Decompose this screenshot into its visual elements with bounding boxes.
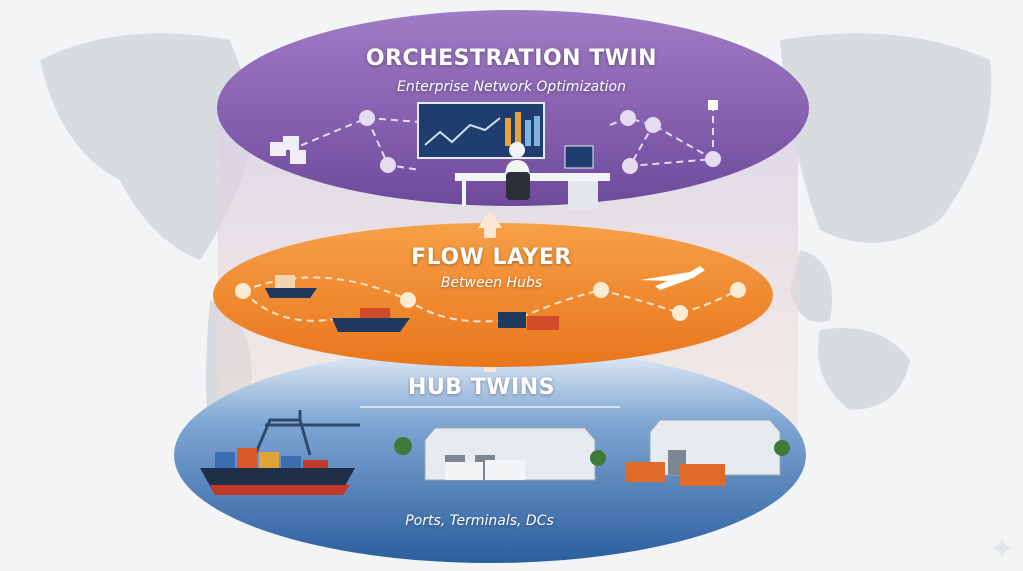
hub-subtitle: Ports, Terminals, DCs [405,513,554,529]
hub-title: HUB TWINS [408,375,555,400]
airplane-icon [640,266,705,290]
network-node-icon [235,282,746,321]
orchestration-subtitle: Enterprise Network Optimization [397,79,626,95]
port-crane-icon [253,410,360,456]
orchestration-layer [217,10,809,209]
orchestration-title: ORCHESTRATION TWIN [365,46,658,71]
tree-icon [394,437,790,466]
truck-icon [498,312,559,330]
flow-layer [213,223,773,367]
flow-subtitle: Between Hubs [440,275,543,291]
up-arrow-icon [478,210,502,238]
cargo-ship-icon [200,448,355,495]
flow-title: FLOW LAYER [411,245,572,270]
package-icon [270,136,306,164]
truck-icon [445,460,725,486]
cargo-ship-icon [265,275,410,332]
world-map-icon [40,33,992,480]
hub-twins-layer [174,347,806,563]
sparkle-icon [992,538,1012,558]
network-node-icon [359,110,721,174]
operator-at-desk-icon [455,142,610,209]
